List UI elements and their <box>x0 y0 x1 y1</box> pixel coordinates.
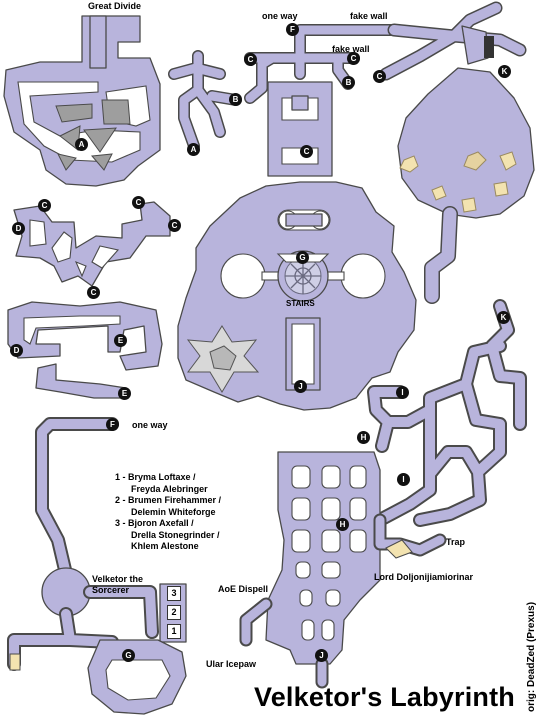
marker-b-complex: B <box>342 76 355 89</box>
legend-entry-2: 2 - Brumen Firehammer / <box>115 495 222 505</box>
stairs-label: STAIRS <box>286 299 315 308</box>
room-number-3: 3 <box>167 586 181 601</box>
marker-g-hall: G <box>296 251 309 264</box>
crystal-room <box>379 1 535 304</box>
marker-c-passage-bottom: C <box>87 286 100 299</box>
marker-c-complex-bottom: C <box>300 145 313 158</box>
left-passages <box>7 201 171 399</box>
one-way-complex <box>244 24 400 177</box>
marker-i-lower: I <box>397 473 410 486</box>
marker-i-upper: I <box>396 386 409 399</box>
lord-label: Lord Doljonijiamiorinar <box>374 572 474 582</box>
trap-label: Trap <box>446 537 466 547</box>
room-number-2: 2 <box>167 605 181 620</box>
marker-a-divide: A <box>75 138 88 151</box>
legend-entry-3: 3 - Bjoron Axefall / <box>115 518 194 528</box>
great-divide-label: Great Divide <box>88 1 142 11</box>
marker-h-upper: H <box>357 431 370 444</box>
legend-entry-1-cont: Freyda Alebringer <box>131 483 208 494</box>
aoe-dispell-label: AoE Dispell <box>218 584 269 594</box>
marker-f-left: F <box>106 418 119 431</box>
marker-e-lower: E <box>118 387 131 400</box>
one-way-top-label: one way <box>262 11 298 21</box>
marker-c-passage-top: C <box>132 196 145 209</box>
marker-d-lower: D <box>10 344 23 357</box>
legend-entry-2-cont: Delemin Whiteforge <box>131 506 216 517</box>
legend: 1 - Bryma Loftaxe / Freyda Alebringer 2 … <box>115 472 221 553</box>
ice-star <box>186 325 260 393</box>
marker-f-top: F <box>286 23 299 36</box>
marker-d-upper: D <box>12 222 25 235</box>
velketor-label: Velketor the Sorcerer <box>92 574 144 595</box>
b-a-passage <box>168 50 242 152</box>
legend-entry-3-cont: Drella Stonegrinder / <box>131 529 220 540</box>
stairs-spiral <box>285 258 321 294</box>
crystal-clusters <box>399 151 517 213</box>
marker-j-hall: J <box>294 380 307 393</box>
marker-c-passage-right: C <box>168 219 181 232</box>
room-number-1: 1 <box>167 624 181 639</box>
marker-a-passage: A <box>187 143 200 156</box>
map-credit: orig: DeadZed (Prexus) <box>526 601 537 712</box>
velketor-area <box>7 417 187 715</box>
marker-c-left-top: C <box>244 53 257 66</box>
lower-maze <box>239 299 527 689</box>
legend-entry-1: 1 - Bryma Loftaxe / <box>115 472 196 482</box>
fake-wall-mid-label: fake wall <box>332 44 370 54</box>
marker-k-top: K <box>498 65 511 78</box>
marker-g-velketor: G <box>122 649 135 662</box>
one-way-left-label: one way <box>132 420 168 430</box>
marker-e-upper: E <box>114 334 127 347</box>
marker-j-maze: J <box>315 649 328 662</box>
ular-icepaw-label: Ular Icepaw <box>206 659 257 669</box>
great-divide-area <box>3 15 161 187</box>
map-title: Velketor's Labyrinth <box>254 682 516 712</box>
marker-c-passage-left: C <box>38 199 51 212</box>
marker-h-lower: H <box>336 518 349 531</box>
fake-wall-top-label: fake wall <box>350 11 388 21</box>
marker-c-crystal: C <box>373 70 386 83</box>
legend-entry-3-cont2: Khlem Alestone <box>131 541 199 551</box>
marker-c-right-top: C <box>347 52 360 65</box>
marker-k-maze: K <box>497 311 510 324</box>
central-hall <box>177 181 417 411</box>
marker-b-passage: B <box>229 93 242 106</box>
